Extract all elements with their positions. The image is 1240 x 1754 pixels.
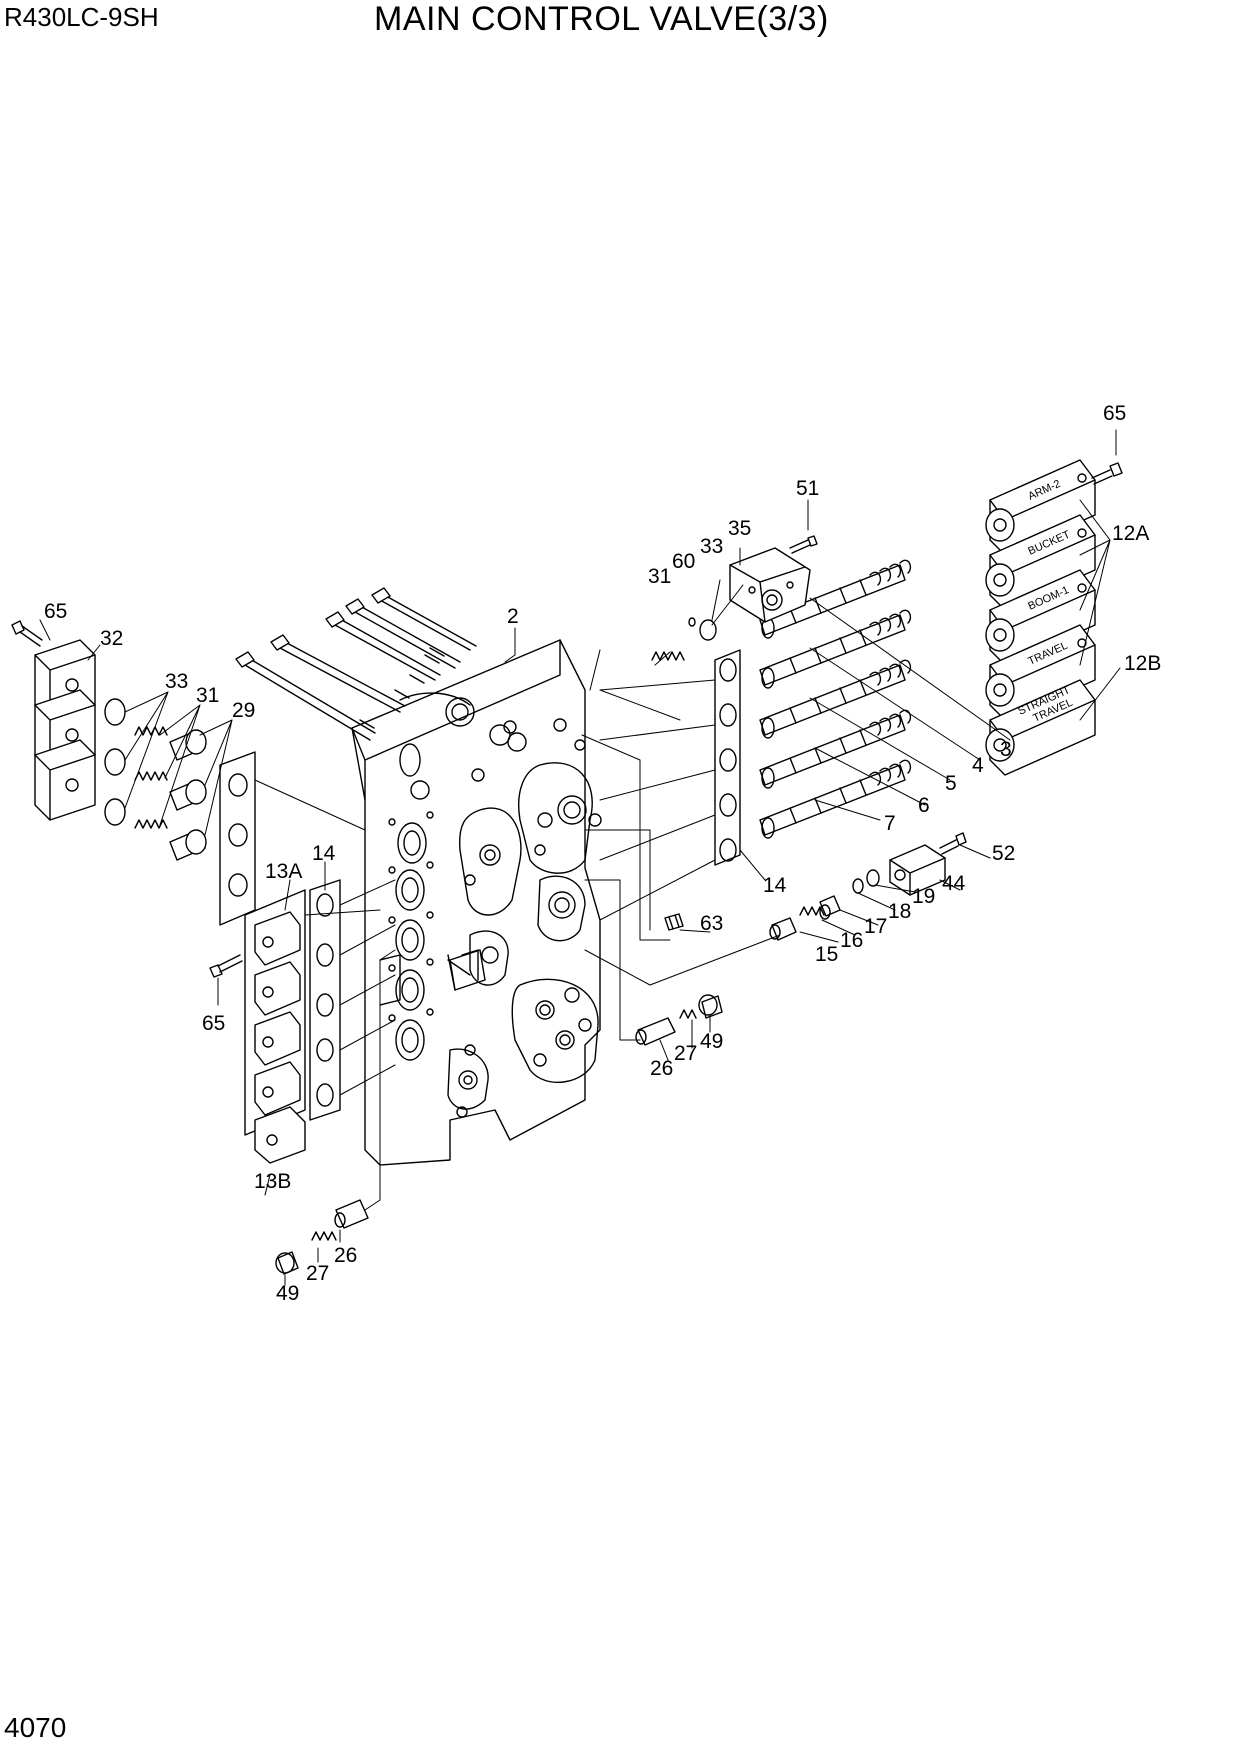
callout-2: 2	[507, 605, 519, 628]
oring-plate-right	[714, 649, 741, 866]
springs-31-left	[134, 726, 168, 829]
parts-26-27-49-bottom	[275, 1199, 369, 1275]
small-parts-15-18	[769, 895, 841, 941]
callout-31: 31	[196, 684, 219, 707]
callout-13B: 13B	[254, 1170, 291, 1193]
callout-7: 7	[884, 812, 896, 835]
spring-31-top	[651, 651, 685, 661]
callout-3: 3	[1000, 738, 1012, 761]
callout-60: 60	[672, 550, 695, 573]
callout-26: 26	[334, 1244, 357, 1267]
spool-caps-right: ARM-2 BUCKET BOOM-1 TRAVEL STRAIGHT TRAV…	[985, 459, 1123, 776]
orings-33-left	[104, 698, 126, 826]
page-title: MAIN CONTROL VALVE(3/3)	[374, 0, 829, 38]
callout-12A: 12A	[1112, 522, 1149, 545]
callout-17: 17	[864, 915, 887, 938]
callout-14: 14	[763, 874, 787, 897]
callout-19: 19	[912, 885, 935, 908]
callout-31: 31	[648, 565, 671, 588]
callout-65: 65	[44, 600, 67, 623]
callout-52: 52	[992, 842, 1015, 865]
pistons-29	[169, 729, 207, 861]
spool-4	[759, 609, 912, 689]
callout-49: 49	[700, 1030, 723, 1053]
callout-27: 27	[306, 1262, 329, 1285]
leader-lines	[39, 429, 1121, 1286]
callout-15: 15	[815, 943, 838, 966]
callout-44: 44	[942, 872, 966, 895]
plug-63	[664, 913, 684, 931]
callout-6: 6	[918, 794, 930, 817]
callout-14: 14	[312, 842, 336, 865]
callout-33: 33	[165, 670, 188, 693]
callout-65: 65	[1103, 402, 1126, 425]
callout-numbers: 65 12A 12B 51 35 33 60 31 2 3 4 5 6 7 14…	[44, 402, 1161, 1305]
callout-32: 32	[100, 627, 123, 650]
spool-3	[759, 559, 912, 639]
callout-33: 33	[700, 535, 723, 558]
callout-27: 27	[674, 1042, 697, 1065]
valve-body	[351, 639, 602, 1166]
callout-51: 51	[796, 477, 819, 500]
callout-63: 63	[700, 912, 723, 935]
pilot-cap-35	[688, 535, 818, 641]
callout-29: 29	[232, 699, 255, 722]
tie-bolts	[235, 587, 477, 741]
block-44	[852, 832, 967, 896]
bolt-65-left-bottom	[209, 954, 243, 978]
parts-26-27-49-right	[635, 994, 723, 1046]
plate-29	[219, 751, 256, 926]
callout-49: 49	[276, 1282, 299, 1305]
callout-18: 18	[888, 900, 911, 923]
cover-block-32	[34, 639, 96, 821]
callout-35: 35	[728, 517, 751, 540]
callout-16: 16	[840, 929, 863, 952]
bolt-65-left-top	[11, 620, 43, 647]
model-number: R430LC-9SH	[4, 2, 159, 32]
page-number: 4070	[4, 1712, 67, 1743]
callout-13A: 13A	[265, 860, 302, 883]
callout-5: 5	[945, 772, 957, 795]
spool-5	[759, 659, 912, 739]
callout-4: 4	[972, 754, 984, 777]
spool-7	[759, 759, 912, 839]
oring-plate-left	[309, 879, 341, 1121]
callout-65: 65	[202, 1012, 225, 1035]
callout-12B: 12B	[1124, 652, 1161, 675]
callout-26: 26	[650, 1057, 673, 1080]
covers-13A-13B	[244, 889, 306, 1164]
